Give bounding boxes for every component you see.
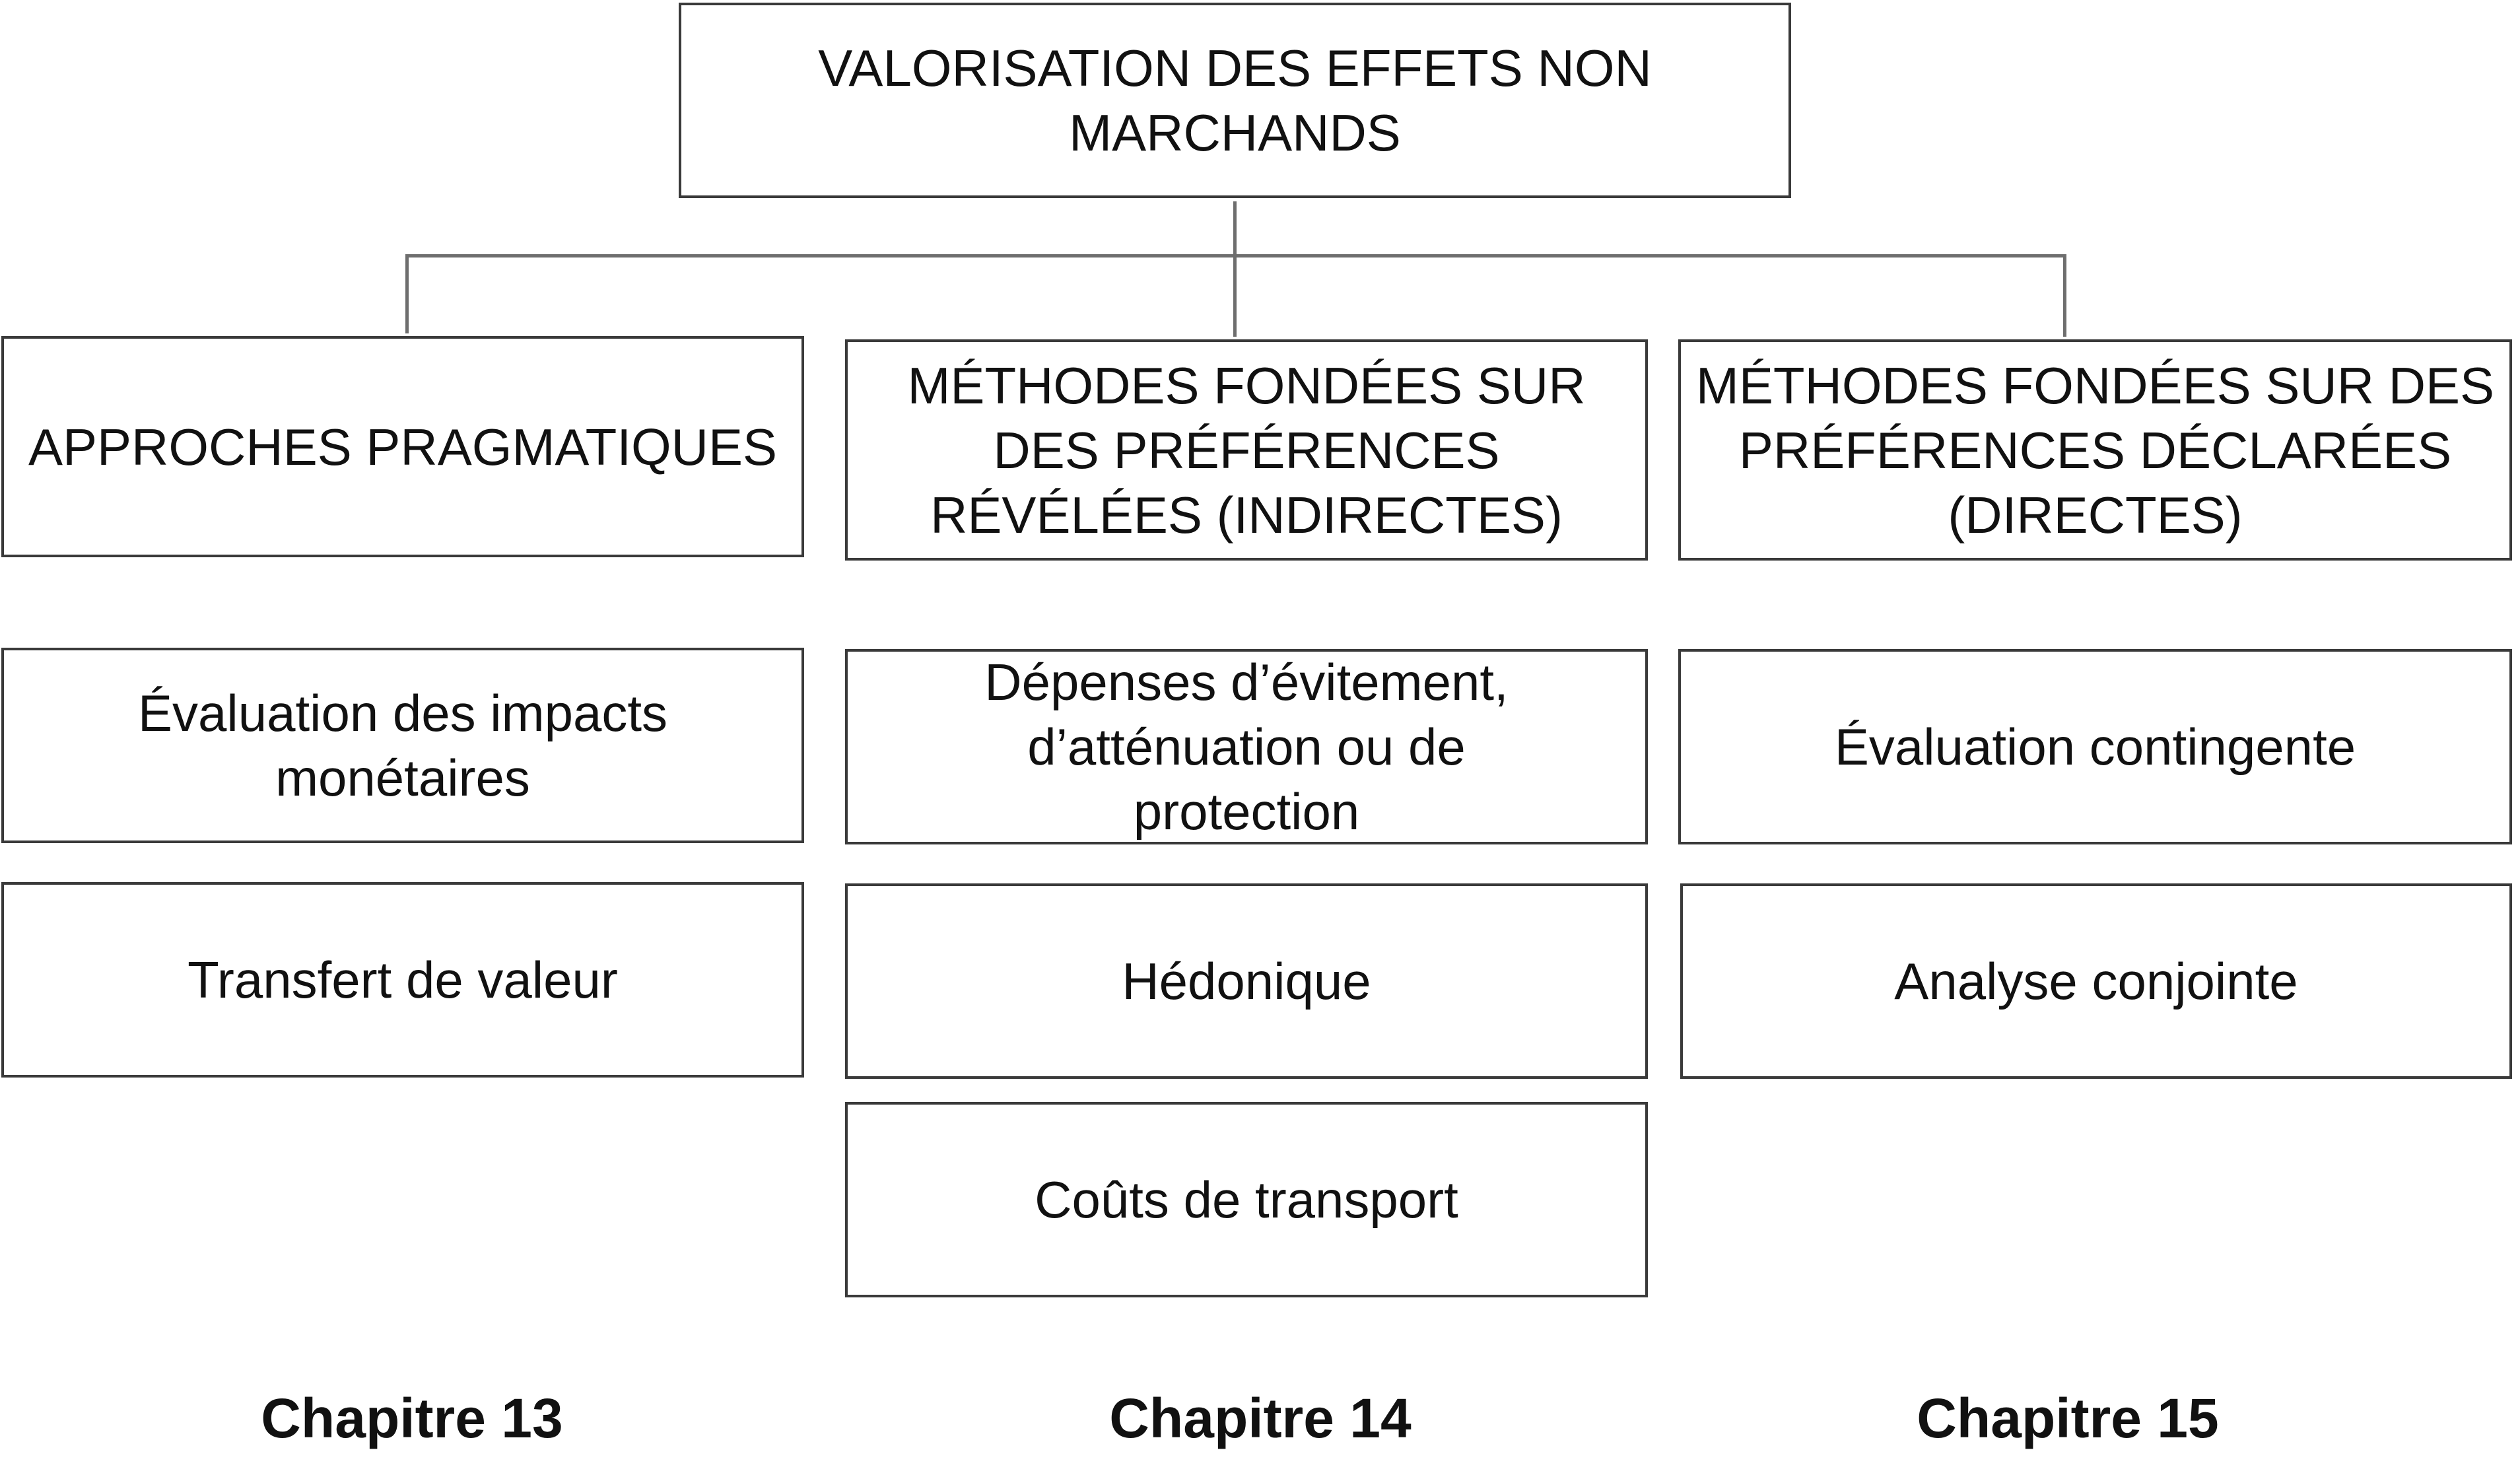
connector-middle — [1233, 254, 1237, 337]
method-box: Hédonique — [845, 883, 1648, 1079]
method-box: Dépenses d’évitement, d’atténuation ou d… — [845, 649, 1648, 844]
chapter-label: Chapitre 13 — [261, 1387, 563, 1449]
method-box: Transfert de valeur — [1, 882, 804, 1078]
category-pragmatic: APPROCHES PRAGMATIQUES — [1, 336, 804, 557]
method-box: Coûts de transport — [845, 1102, 1648, 1297]
category-revealed-preferences: MÉTHODES FONDÉES SUR DES PRÉFÉRENCES RÉV… — [845, 339, 1648, 561]
method-box: Analyse conjointe — [1680, 883, 2512, 1079]
connector-right — [2063, 254, 2066, 337]
connector-trunk — [1233, 201, 1237, 256]
chapter-label: Chapitre 15 — [1917, 1387, 2219, 1449]
connector-left — [405, 254, 409, 333]
method-box: Évaluation contingente — [1678, 649, 2512, 844]
chapter-label: Chapitre 14 — [1109, 1387, 1412, 1449]
category-stated-preferences: MÉTHODES FONDÉES SUR DES PRÉFÉRENCES DÉC… — [1678, 339, 2512, 561]
method-box: Évaluation des impacts monétaires — [1, 648, 804, 843]
root-node: VALORISATION DES EFFETS NON MARCHANDS — [679, 3, 1791, 198]
